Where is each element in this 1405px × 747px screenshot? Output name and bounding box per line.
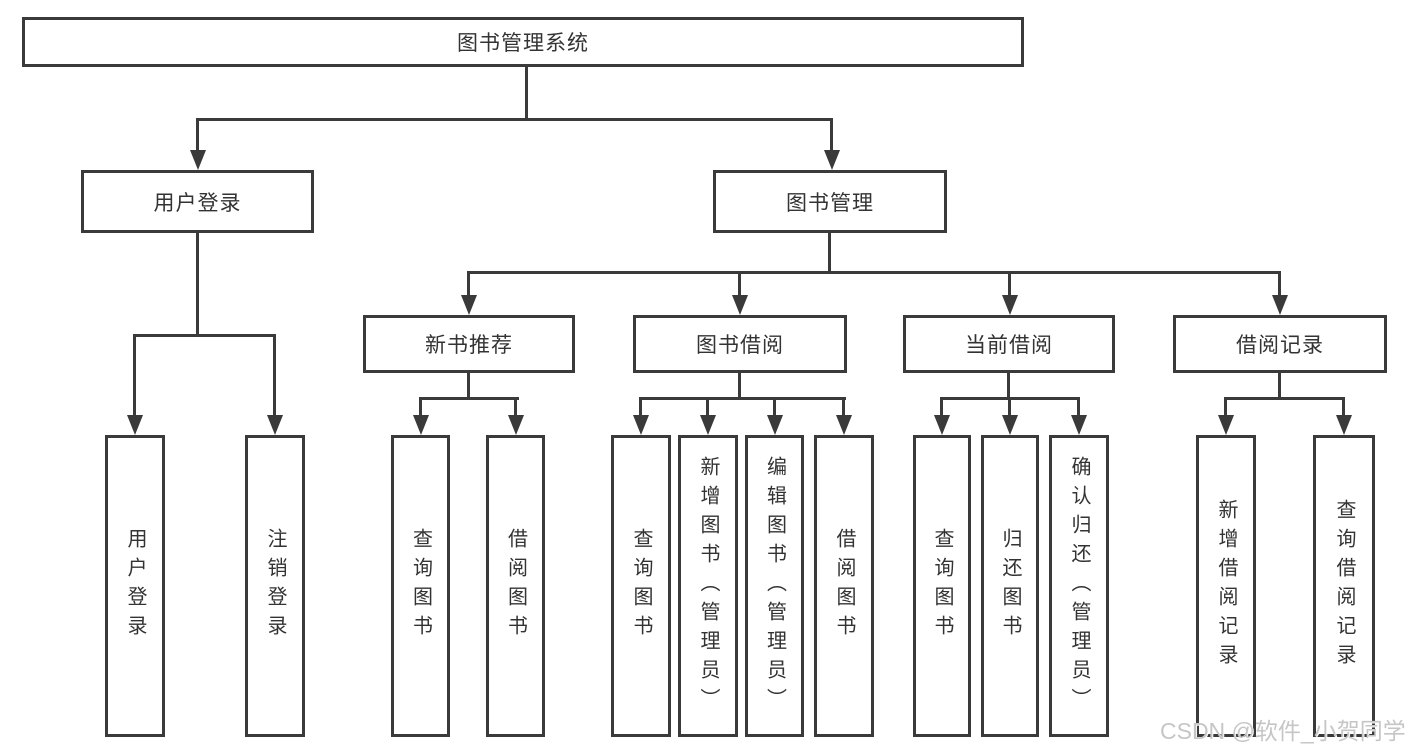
leaf-query-books-label: 查询图书 xyxy=(931,528,953,644)
arrowhead-down-icon xyxy=(461,295,477,315)
connector-book-borrow-drop xyxy=(738,373,741,400)
connector-arm xyxy=(773,397,776,419)
arrowhead-down-icon xyxy=(700,415,716,435)
arrowhead-down-icon xyxy=(633,415,649,435)
leaf-query-books-1: 查询图书 xyxy=(391,435,450,737)
connector-book-mgmt-hbar xyxy=(467,271,1281,274)
arrowhead-down-icon xyxy=(1002,295,1018,315)
arrowhead-down-icon xyxy=(1336,415,1352,435)
leaf-logout: 注销登录 xyxy=(245,435,305,737)
arrowhead-down-icon xyxy=(413,415,429,435)
node-current-borrow: 当前借阅 xyxy=(903,315,1115,373)
node-borrow-records: 借阅记录 xyxy=(1173,315,1387,373)
arrowhead-down-icon xyxy=(824,150,840,170)
node-new-book-recommend-label: 新书推荐 xyxy=(425,334,513,357)
leaf-query-books-label: 查询图书 xyxy=(409,528,432,644)
connector-arm xyxy=(639,397,642,419)
arrowhead-down-icon xyxy=(836,415,852,435)
node-user-login-label: 用户登录 xyxy=(153,191,242,215)
node-book-management: 图书管理 xyxy=(713,170,947,233)
node-current-borrow-label: 当前借阅 xyxy=(965,334,1053,357)
connector-arm-book-borrow xyxy=(738,271,741,297)
connector-arm-logout-leaf xyxy=(273,334,276,417)
leaf-add-books-admin: 新增图书（管理员） xyxy=(678,435,738,737)
connector-user-login-drop xyxy=(196,233,199,337)
connector-borrow-records-drop xyxy=(1278,373,1281,400)
node-root-book-management-system: 图书管理系统 xyxy=(22,17,1024,67)
arrowhead-down-icon xyxy=(767,415,783,435)
arrowhead-down-icon xyxy=(508,415,524,435)
arrowhead-down-icon xyxy=(1071,415,1087,435)
leaf-query-borrow-record: 查询借阅记录 xyxy=(1313,435,1375,737)
arrowhead-down-icon xyxy=(190,150,206,170)
node-book-management-label: 图书管理 xyxy=(786,191,874,215)
leaf-query-books-3: 查询图书 xyxy=(913,435,971,737)
leaf-confirm-return-admin: 确认归还（管理员） xyxy=(1049,435,1109,737)
connector-root-drop xyxy=(525,67,528,120)
arrowhead-down-icon xyxy=(1272,295,1288,315)
connector-arm-login-leaf xyxy=(133,334,136,417)
leaf-confirm-return-admin-label: 确认归还（管理员） xyxy=(1068,455,1090,717)
connector-arm xyxy=(706,397,709,419)
leaf-borrow-books-label: 借阅图书 xyxy=(504,528,527,644)
connector-arm xyxy=(1008,397,1011,419)
arrowhead-down-icon xyxy=(1002,415,1018,435)
leaf-edit-books-admin: 编辑图书（管理员） xyxy=(745,435,804,737)
leaf-query-books-2: 查询图书 xyxy=(611,435,671,737)
leaf-user-login-label: 用户登录 xyxy=(124,528,146,644)
leaf-add-borrow-record-label: 新增借阅记录 xyxy=(1215,499,1237,673)
connector-new-books-hbar xyxy=(419,397,519,400)
node-user-login: 用户登录 xyxy=(81,170,314,233)
connector-root-hbar xyxy=(196,118,833,121)
arrowhead-down-icon xyxy=(1218,415,1234,435)
leaf-borrow-books-1: 借阅图书 xyxy=(486,435,545,737)
arrowhead-down-icon xyxy=(934,415,950,435)
arrowhead-down-icon xyxy=(732,295,748,315)
leaf-return-books: 归还图书 xyxy=(981,435,1039,737)
node-book-borrow-label: 图书借阅 xyxy=(696,334,784,357)
connector-arm-book-management xyxy=(830,118,833,154)
node-book-borrow: 图书借阅 xyxy=(633,315,847,373)
connector-user-login-hbar xyxy=(133,334,276,337)
connector-arm-user-login xyxy=(196,118,199,154)
csdn-watermark: CSDN @软件_小贺同学 xyxy=(1160,718,1405,744)
leaf-edit-books-admin-label: 编辑图书（管理员） xyxy=(763,455,786,717)
connector-arm xyxy=(940,397,943,419)
connector-arm xyxy=(1077,397,1080,419)
connector-arm xyxy=(1224,397,1227,419)
node-root-label: 图书管理系统 xyxy=(457,32,589,55)
connector-arm-borrow-records xyxy=(1278,271,1281,297)
arrowhead-down-icon xyxy=(127,415,143,435)
leaf-logout-label: 注销登录 xyxy=(264,528,286,644)
leaf-add-borrow-record: 新增借阅记录 xyxy=(1196,435,1256,737)
leaf-add-books-admin-label: 新增图书（管理员） xyxy=(697,455,719,717)
connector-arm xyxy=(1342,397,1345,419)
connector-book-borrow-hbar xyxy=(639,397,846,400)
connector-arm xyxy=(419,397,422,419)
leaf-borrow-books-label: 借阅图书 xyxy=(833,528,855,644)
node-borrow-records-label: 借阅记录 xyxy=(1236,334,1324,357)
connector-current-borrow-drop xyxy=(1007,373,1010,400)
leaf-return-books-label: 归还图书 xyxy=(999,528,1021,644)
connector-borrow-records-hbar xyxy=(1224,397,1345,400)
connector-arm-new-books xyxy=(467,271,470,297)
connector-arm xyxy=(514,397,517,419)
node-new-book-recommend: 新书推荐 xyxy=(363,315,575,373)
connector-arm-current-borrow xyxy=(1008,271,1011,297)
connector-arm xyxy=(842,397,845,419)
arrowhead-down-icon xyxy=(267,415,283,435)
leaf-query-borrow-record-label: 查询借阅记录 xyxy=(1333,499,1355,673)
leaf-user-login: 用户登录 xyxy=(105,435,165,737)
leaf-borrow-books-2: 借阅图书 xyxy=(814,435,874,737)
leaf-query-books-label: 查询图书 xyxy=(630,528,652,644)
connector-book-mgmt-drop xyxy=(828,233,831,273)
connector-new-books-drop xyxy=(467,373,470,400)
